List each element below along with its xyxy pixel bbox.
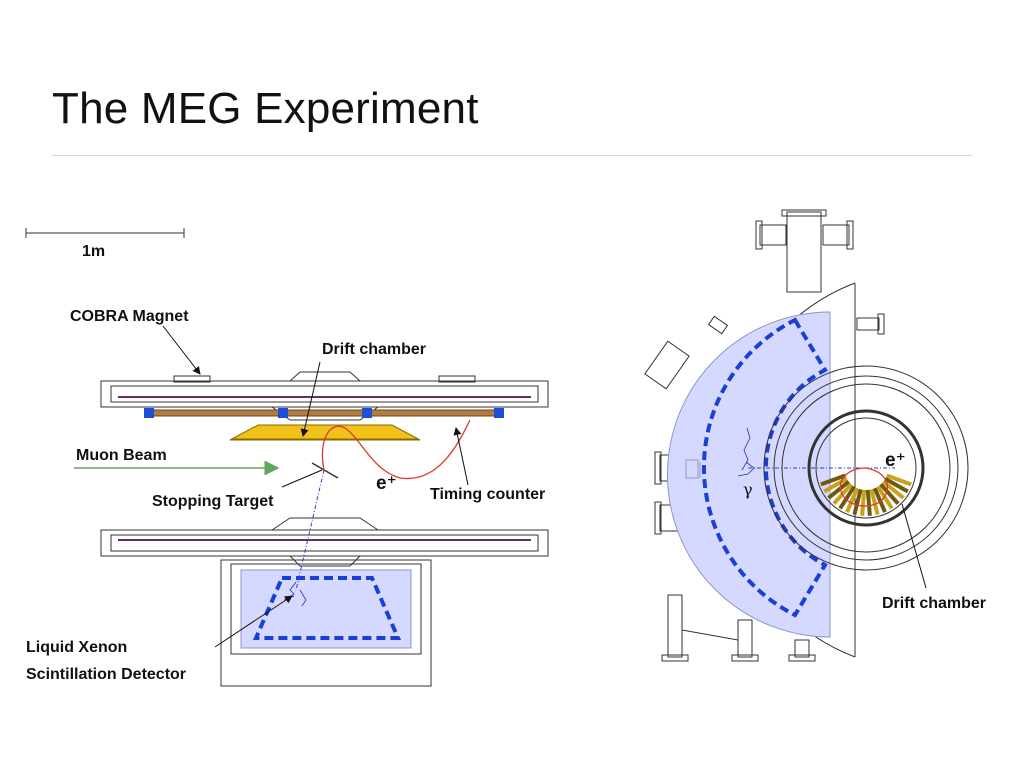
scale-label: 1m bbox=[82, 243, 105, 260]
drift-chamber-sector bbox=[852, 488, 863, 516]
cryostat-chimney bbox=[755, 209, 854, 293]
cryostat-legs bbox=[661, 594, 816, 662]
drift-chamber-sector bbox=[860, 489, 867, 517]
drift-chamber-sector bbox=[879, 483, 900, 506]
label-xenon-line2: Scintillation Detector bbox=[26, 666, 186, 683]
xenon-detector-housing bbox=[220, 559, 432, 687]
drift-chamber-sector bbox=[838, 485, 856, 510]
drift-chamber-sector bbox=[820, 473, 847, 487]
positron-track-side bbox=[321, 419, 471, 480]
drift-chamber-sector bbox=[869, 488, 880, 516]
drift-chamber-sector bbox=[865, 489, 872, 517]
drift-chamber-sector bbox=[827, 480, 851, 500]
cobra-magnet-lower bbox=[100, 517, 549, 567]
side-view bbox=[100, 371, 549, 687]
label-cobra-magnet: COBRA Magnet bbox=[70, 308, 189, 325]
label-timing-counter: Timing counter bbox=[430, 486, 545, 503]
stopping-target bbox=[311, 462, 339, 479]
label-stopping-target: Stopping Target bbox=[152, 493, 274, 510]
drift-chamber-sector bbox=[881, 480, 905, 500]
label-drift-chamber-side: Drift chamber bbox=[322, 341, 426, 358]
xenon-volume-front bbox=[667, 311, 831, 638]
drift-chamber-sectors bbox=[820, 473, 912, 517]
label-xenon-line1: Liquid Xenon bbox=[26, 639, 127, 656]
label-drift-chamber-front: Drift chamber bbox=[882, 595, 986, 612]
label-positron-front: e⁺ bbox=[885, 450, 906, 471]
drift-chamber-sector bbox=[872, 487, 887, 513]
drift-chamber-sector bbox=[823, 477, 848, 494]
leader-lines bbox=[162, 325, 469, 648]
label-gamma: γ bbox=[743, 480, 753, 499]
positron-track-front bbox=[839, 467, 889, 507]
slide-title: The MEG Experiment bbox=[52, 84, 479, 133]
drift-chamber-sector bbox=[885, 473, 912, 487]
front-view bbox=[644, 209, 969, 662]
gamma-trajectory-side bbox=[295, 469, 325, 591]
drift-chamber-sector bbox=[884, 477, 909, 494]
label-positron-side: e⁺ bbox=[376, 473, 397, 494]
superconducting-coil bbox=[144, 408, 504, 418]
scale-bar: 1m bbox=[25, 228, 185, 260]
label-muon-beam: Muon Beam bbox=[76, 447, 167, 464]
title-divider bbox=[52, 155, 972, 156]
xenon-active-front bbox=[702, 317, 828, 618]
cobra-rings bbox=[763, 365, 969, 571]
drift-chamber-sector bbox=[845, 487, 860, 513]
xenon-active-volume bbox=[252, 576, 402, 640]
